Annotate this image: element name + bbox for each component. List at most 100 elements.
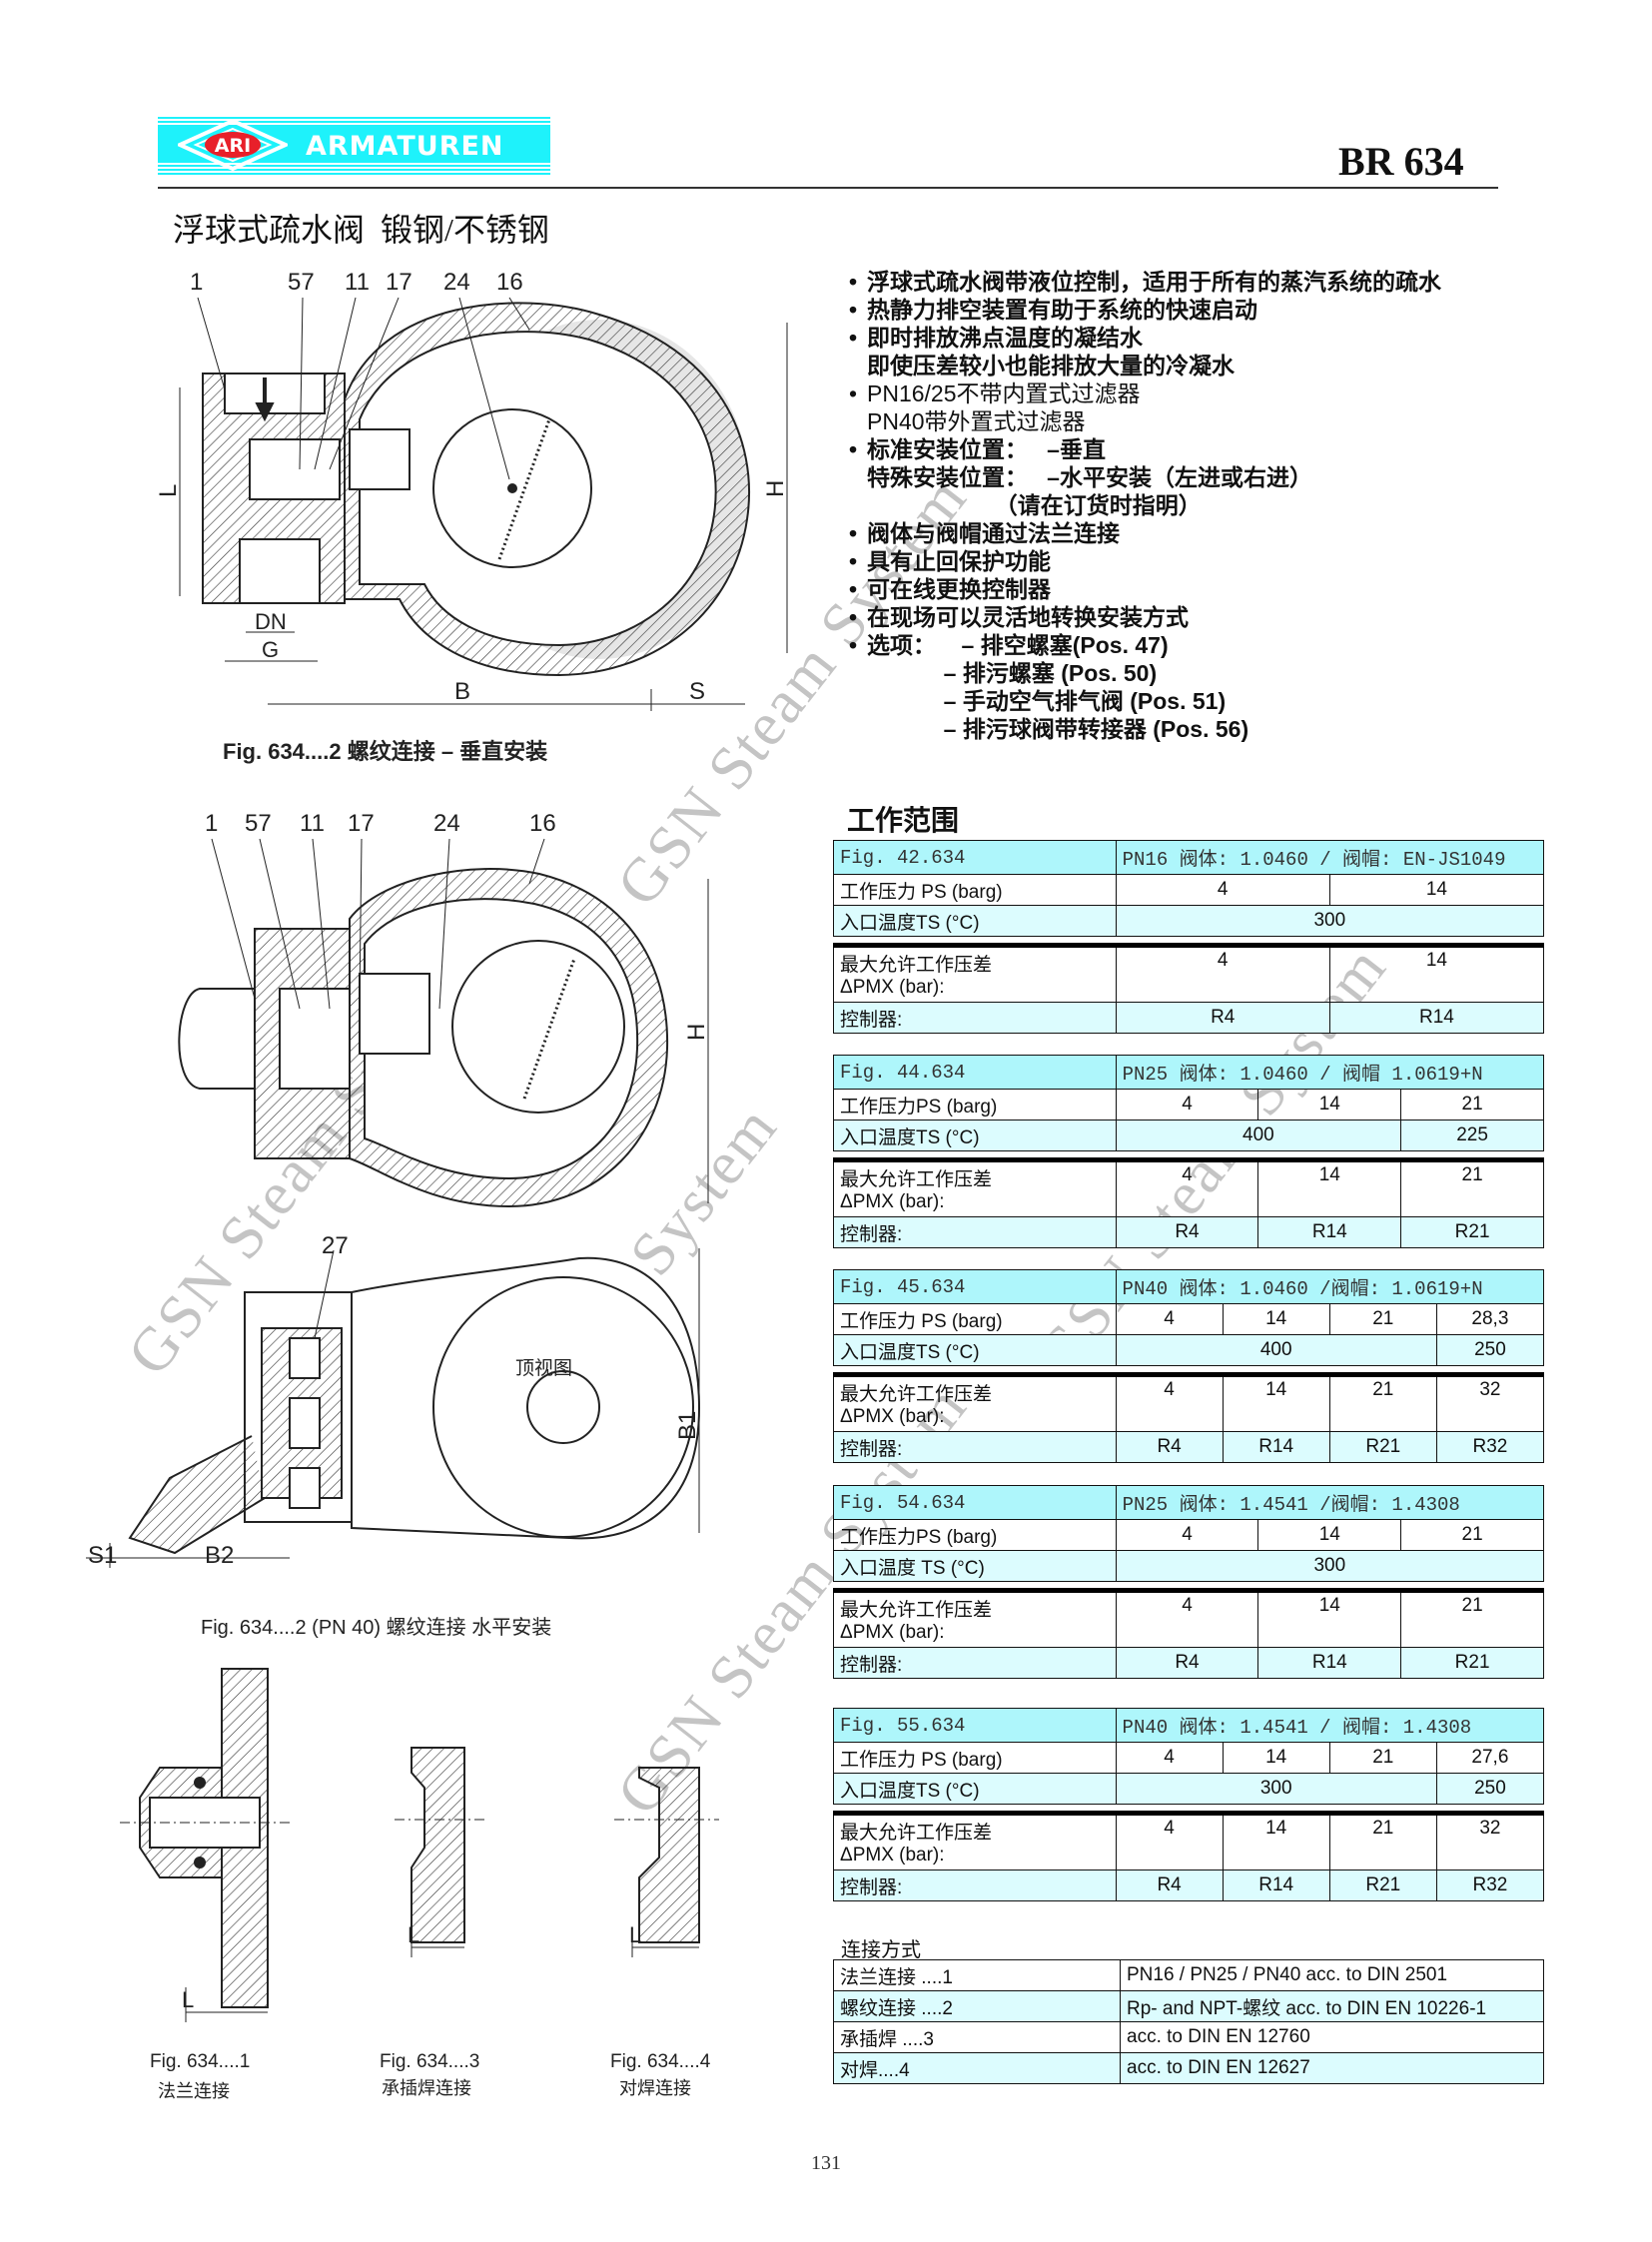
- controller-value: R4: [1115, 1869, 1224, 1901]
- figure-caption: Fig. 634....3: [380, 2051, 479, 2072]
- figure-number: Fig. 55.634: [833, 1708, 1117, 1743]
- label-line: ΔPMX (bar):: [840, 1191, 945, 1212]
- pressure-value: 28,3: [1435, 1303, 1545, 1335]
- pressure-value: 21: [1400, 1519, 1544, 1551]
- pressure-value: 14: [1257, 1089, 1402, 1121]
- dim-label: B: [454, 678, 470, 705]
- figure-subcaption: 法兰连接: [158, 2081, 230, 2101]
- connection-type: 承插焊 ....3: [833, 2021, 1121, 2053]
- pressure-value: 14: [1328, 874, 1545, 906]
- feature-item: •浮球式疏水阀带液位控制，适用于所有的蒸汽系统的疏水: [847, 268, 1526, 296]
- feature-item: •阀体与阀帽通过法兰连接: [847, 519, 1526, 547]
- feature-item: •可在线更换控制器: [847, 575, 1526, 603]
- operating-range-heading: 工作范围: [847, 805, 960, 836]
- row-label: 控制器:: [833, 1647, 1117, 1679]
- row-label: 入口温度TS (°C): [833, 1334, 1117, 1366]
- connection-type: 螺纹连接 ....2: [833, 1990, 1121, 2022]
- part-label: 11: [345, 269, 370, 296]
- dim-label: S: [689, 678, 705, 705]
- figure-number: Fig. 44.634: [833, 1055, 1117, 1090]
- connection-type: 对焊....4: [833, 2052, 1121, 2084]
- feature-item: （请在订货时指明）: [847, 491, 1526, 519]
- row-label: 控制器:: [833, 1216, 1117, 1248]
- feature-text: 浮球式疏水阀带液位控制，适用于所有的蒸汽系统的疏水: [867, 269, 1441, 295]
- separator-row: [833, 936, 1544, 948]
- controller-value: R4: [1115, 1647, 1259, 1679]
- feature-item: 即使压差较小也能排放大量的冷凝水: [847, 352, 1526, 379]
- pressure-value: 4: [1115, 1742, 1224, 1774]
- feature-item: – 排污螺塞 (Pos. 50): [847, 659, 1526, 687]
- dim-label: L: [155, 484, 182, 497]
- label-line: 最大允许工作压差: [840, 1169, 993, 1190]
- feature-item: PN40带外置式过滤器: [847, 407, 1526, 435]
- thick-divider: [833, 1581, 1544, 1593]
- ari-armaturen-logo: ARI ARMATUREN: [158, 115, 550, 175]
- temperature-value: 400: [1115, 1334, 1437, 1366]
- pressure-value: 27,6: [1435, 1742, 1545, 1774]
- feature-text: 在现场可以灵活地转换安装方式: [867, 604, 1189, 630]
- dim-label: L: [629, 1922, 641, 1947]
- feature-text: – 排污球阀带转接器 (Pos. 56): [867, 716, 1249, 742]
- figure-number: Fig. 45.634: [833, 1269, 1117, 1304]
- row-label: 控制器:: [833, 1431, 1117, 1463]
- temperature-value: 250: [1435, 1773, 1545, 1805]
- part-label: 1: [205, 810, 218, 837]
- feature-text: 特殊安装位置： –水平安装（左进或右进）: [867, 464, 1312, 490]
- feature-item: •具有止回保护功能: [847, 547, 1526, 575]
- connection-type: 法兰连接 ....1: [833, 1959, 1121, 1991]
- figure-vertical-threaded: 1 57 11 17 24 16 L H DN G B S Fig. 634..…: [155, 269, 789, 764]
- header-divider: [158, 187, 1498, 189]
- thick-divider: [833, 1804, 1544, 1816]
- figure-horizontal-top-view: 27 顶视图 B1 S1 B2 Fig. 634....2 (PN 40) 螺纹…: [86, 1232, 701, 1639]
- connection-standard: acc. to DIN EN 12760: [1120, 2021, 1544, 2053]
- bullet-icon: •: [849, 632, 858, 658]
- material-spec: PN16 阀体: 1.0460 / 阀帽: EN-JS1049: [1115, 840, 1545, 875]
- pressure-value: 4: [1115, 1303, 1224, 1335]
- label-line: 最大允许工作压差: [840, 955, 993, 976]
- feature-text: – 手动空气排气阀 (Pos. 51): [867, 688, 1227, 714]
- part-label: 57: [245, 810, 272, 837]
- controller-value: R14: [1328, 1002, 1545, 1034]
- row-label: 入口温度TS (°C): [833, 905, 1117, 937]
- controller-value: R32: [1435, 1869, 1545, 1901]
- part-label: 11: [300, 810, 325, 837]
- feature-item: •在现场可以灵活地转换安装方式: [847, 603, 1526, 631]
- feature-list: •浮球式疏水阀带液位控制，适用于所有的蒸汽系统的疏水•热静力排空装置有助于系统的…: [847, 268, 1526, 743]
- feature-text: 可在线更换控制器: [867, 576, 1051, 602]
- bullet-icon: •: [849, 297, 858, 323]
- temperature-value: 300: [1115, 905, 1545, 937]
- figure-number: Fig. 42.634: [833, 840, 1117, 875]
- material-spec: PN40 阀体: 1.4541 / 阀帽: 1.4308: [1115, 1708, 1545, 1743]
- part-label: 27: [322, 1232, 349, 1259]
- thick-divider: [833, 1365, 1544, 1377]
- temperature-row: 入口温度 TS (°C)300: [833, 1550, 1545, 1582]
- max-diff-value: 4: [1115, 945, 1330, 1003]
- logo-brand-text: ARMATUREN: [306, 131, 504, 162]
- part-label: 16: [496, 269, 523, 296]
- max-diff-value: 4: [1115, 1590, 1259, 1648]
- separator-row: [833, 1365, 1544, 1377]
- separator-row: [833, 1150, 1544, 1162]
- connection-standard: PN16 / PN25 / PN40 acc. to DIN 2501: [1120, 1959, 1544, 1991]
- max-diff-value: 14: [1222, 1374, 1330, 1432]
- label-line: ΔPMX (bar):: [840, 977, 945, 998]
- temperature-value: 250: [1435, 1334, 1545, 1366]
- controller-value: R14: [1222, 1431, 1330, 1463]
- controller-value: R32: [1435, 1431, 1545, 1463]
